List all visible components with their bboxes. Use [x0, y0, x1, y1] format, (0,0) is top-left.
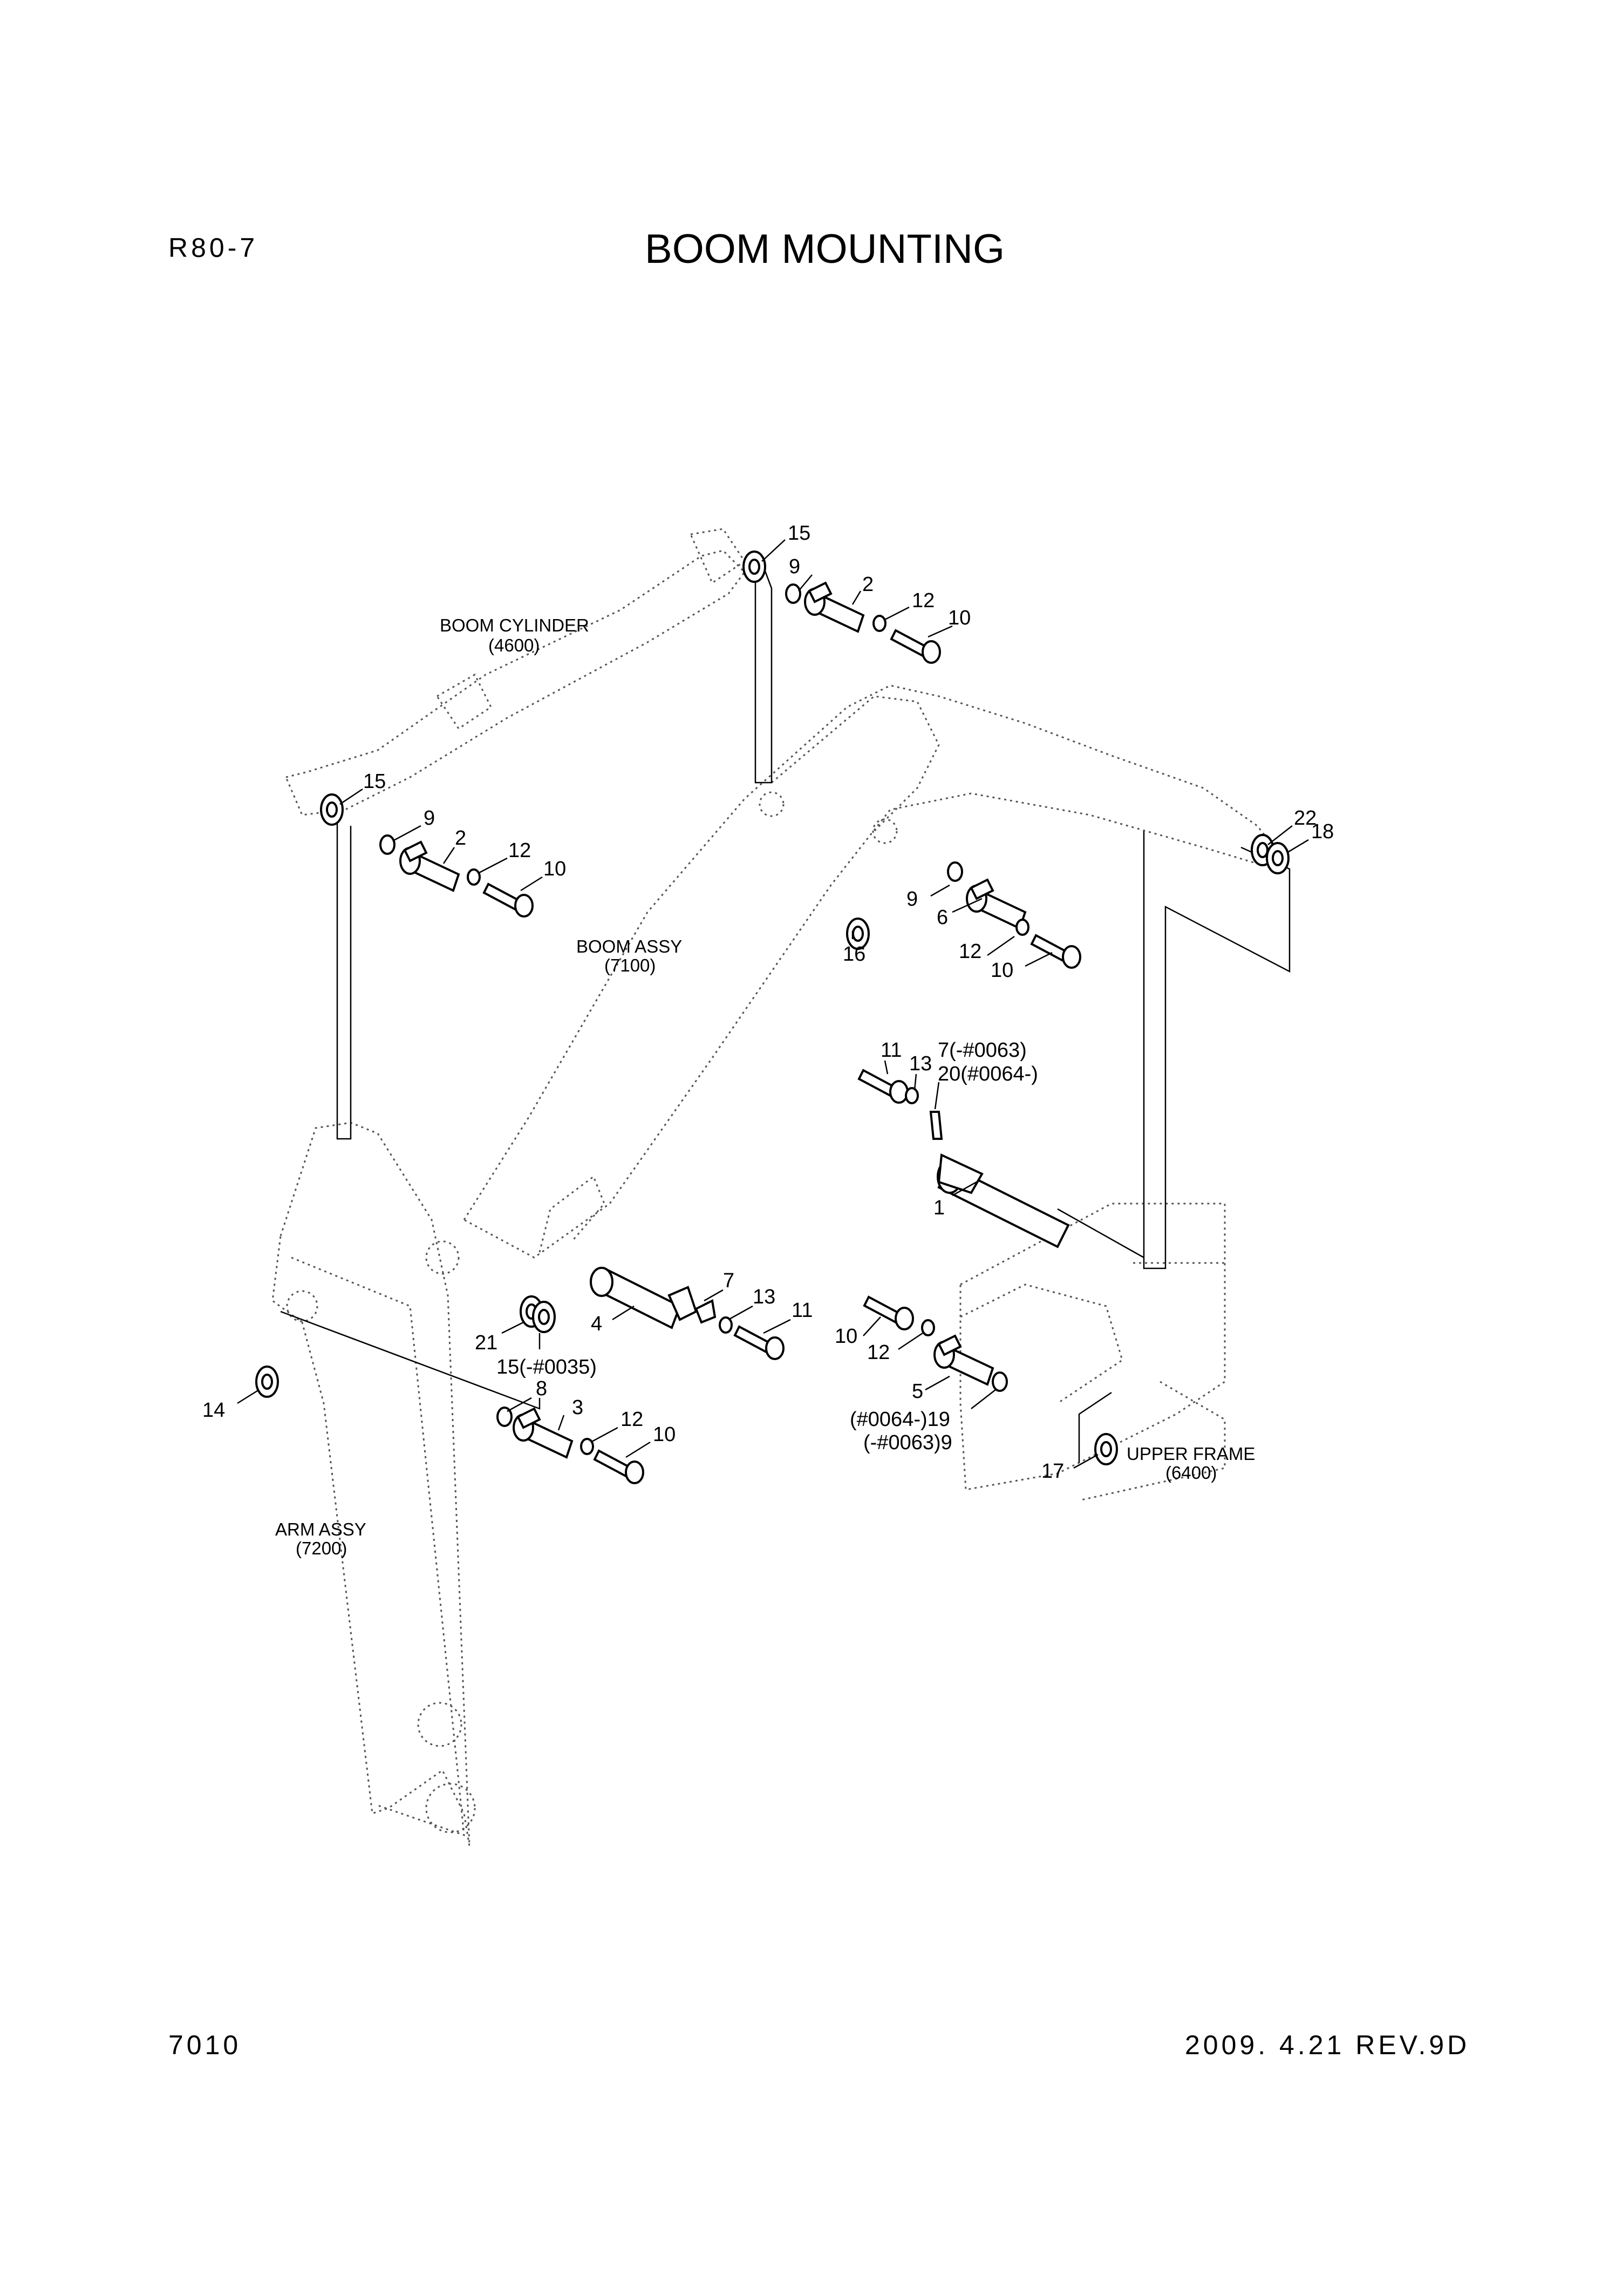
boom-cylinder-ref: (4600) — [488, 635, 540, 655]
callout: 2 — [862, 573, 874, 596]
callout: 22 — [1294, 807, 1317, 830]
page-title: BOOM MOUNTING — [645, 226, 1005, 272]
arm-outline — [271, 1122, 476, 1846]
callout: 1 — [933, 1197, 945, 1219]
top-pin-group — [742, 551, 941, 664]
upper-frame-ref: (6400) — [1165, 1463, 1217, 1483]
callout: 18 — [1311, 820, 1334, 843]
callout: 20(#0064-) — [938, 1063, 1038, 1085]
callout: 10 — [835, 1325, 857, 1348]
callout: 15(-#0035) — [496, 1356, 597, 1378]
arm-assy-label: ARM ASSY — [275, 1519, 366, 1539]
revision-date: 2009. 4.21 REV.9D — [1185, 2030, 1470, 2060]
callout: 12 — [620, 1408, 643, 1431]
boom-outline — [462, 684, 1280, 1259]
callout: (#0064-)19 — [850, 1408, 950, 1431]
callout: 2 — [455, 827, 466, 850]
callout: 5 — [912, 1380, 923, 1403]
boom-assy-ref: (7100) — [604, 955, 656, 975]
assembly-captions: BOOM CYLINDER (4600) BOOM ASSY (7100) AR… — [275, 615, 1255, 1558]
callout: 10 — [991, 959, 1013, 982]
callout: 11 — [881, 1039, 902, 1062]
callout: 12 — [508, 839, 531, 862]
callout: 9 — [424, 807, 435, 830]
upper-frame-label: UPPER FRAME — [1127, 1444, 1255, 1464]
callout: 15 — [363, 770, 386, 793]
callout: 7 — [723, 1269, 734, 1292]
callout: 13 — [909, 1052, 932, 1075]
upper-frame-outline — [959, 1203, 1226, 1502]
callout: 14 — [202, 1399, 225, 1422]
pin-4-group — [520, 1267, 785, 1360]
arm-pin-group — [255, 1366, 644, 1484]
arm-assy-ref: (7200) — [296, 1538, 347, 1558]
middle-pin-group — [858, 1069, 1070, 1248]
sheet-number: 7010 — [168, 2030, 242, 2060]
model-number: R80-7 — [168, 233, 258, 263]
callout-labels: 15 9 2 12 10 15 9 2 12 10 22 18 9 6 16 1… — [202, 522, 1334, 1483]
callout: 9 — [906, 888, 918, 911]
callout: 6 — [937, 906, 948, 929]
callout: 8 — [536, 1377, 547, 1400]
leader-lines — [237, 539, 1309, 1469]
callout: 13 — [753, 1286, 775, 1308]
callout: 10 — [543, 858, 566, 880]
callout: (-#0063)9 — [863, 1431, 952, 1454]
callout: 17 — [1041, 1460, 1064, 1483]
callout: 9 — [789, 555, 800, 578]
callout: 3 — [572, 1396, 583, 1419]
callout: 15 — [788, 522, 810, 545]
callout: 4 — [591, 1313, 602, 1335]
callout: 11 — [792, 1299, 813, 1322]
callout: 7(-#0063) — [938, 1039, 1027, 1062]
boom-cylinder-label: BOOM CYLINDER — [440, 615, 589, 635]
callout: 12 — [959, 940, 981, 963]
reference-lines — [280, 556, 1291, 1463]
callout: 10 — [653, 1423, 676, 1446]
boom-assy-label: BOOM ASSY — [576, 936, 682, 956]
callout: 21 — [475, 1332, 497, 1354]
boom-cylinder-outline — [284, 528, 746, 816]
callout: 12 — [912, 589, 935, 612]
callout: 16 — [843, 943, 865, 966]
callout: 12 — [867, 1341, 890, 1364]
callout: 10 — [948, 607, 971, 629]
